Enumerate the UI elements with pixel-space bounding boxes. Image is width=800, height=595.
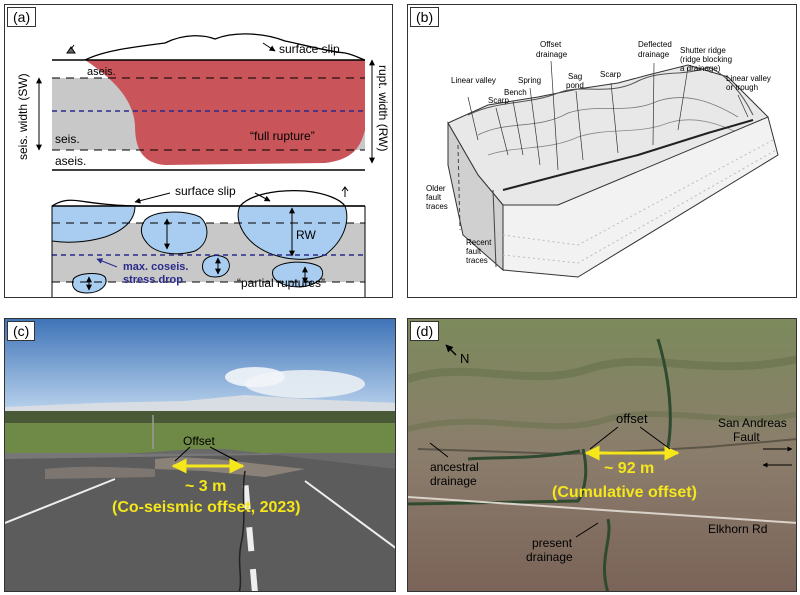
ancestral-label-2: drainage (430, 474, 477, 488)
ancestral-label-1: ancestral (430, 460, 479, 474)
panel-c-scene: Offset ~ 3 m (Co-seismic offset, 2023) (5, 319, 395, 591)
label-linear-trough-1: Linear valley (726, 74, 771, 83)
surface-slip-label-bottom: surface slip (175, 184, 236, 198)
label-recent-traces-3: traces (466, 256, 488, 265)
sky (5, 319, 395, 411)
label-offset-drainage-1: Offset (540, 40, 562, 49)
full-rupture-area (85, 60, 365, 165)
panel-a-diagram: surface slip aseis. seis. aseis. “full r… (16, 33, 390, 297)
fault-label-2: Fault (733, 430, 760, 444)
tree-icon (66, 44, 76, 54)
partial-rupture-1 (51, 205, 136, 243)
ancestral-drainage-channel (467, 449, 581, 461)
surface-slip-profile-bottom (51, 189, 365, 207)
aseis-label-top: aseis. (87, 66, 116, 78)
offset-distance: ~ 3 m (185, 478, 226, 495)
panel-c-tag: (c) (7, 321, 36, 341)
present-label-2: drainage (526, 550, 573, 564)
panel-a-rupture-schematic: (a) surface slip aseis. seis. aseis. “fu… (4, 4, 393, 298)
label-deflected-drainage-1: Deflected (638, 40, 672, 49)
partial-ruptures-label: “partial ruptures” (237, 276, 325, 290)
label-linear-valley: Linear valley (451, 76, 496, 85)
partial-rupture-2 (141, 211, 208, 255)
label-scarp-right: Scarp (600, 70, 621, 79)
stress-drop-label-2: stress drop (123, 274, 183, 286)
label-recent-traces-2: fault (466, 247, 482, 256)
label-shutter-ridge-1: Shutter ridge (680, 46, 726, 55)
offset-caption: (Cumulative offset) (552, 484, 697, 501)
surface-slip-profile-top (84, 33, 366, 61)
seis-label: seis. (55, 132, 80, 146)
tree-line (5, 411, 395, 425)
seis-width-label: seis. width (SW) (16, 73, 30, 160)
offset-caption: (Co-seismic offset, 2023) (112, 499, 301, 516)
panel-b-landscape: Linear valley Scarp Bench Spring Offset … (426, 40, 779, 278)
label-older-traces-2: fault (426, 193, 442, 202)
fault-label-1: San Andreas (718, 416, 787, 430)
present-label-1: present (532, 536, 573, 550)
full-rupture-label: “full rupture” (250, 129, 315, 143)
label-older-traces-1: Older (426, 184, 446, 193)
label-spring: Spring (518, 76, 541, 85)
partial-rupture-4 (202, 255, 230, 278)
panel-a-tag: (a) (7, 7, 37, 27)
road-surface (5, 453, 395, 591)
panel-b-block-diagram: (b) Linear valley Scarp Bench Spring Off… (407, 4, 797, 298)
surface-slip-label-top: surface slip (279, 42, 340, 56)
north-label: N (460, 351, 469, 366)
north-arrow (445, 344, 457, 356)
panel-d-aerial-photo: (d) N offset San Andreas Fault (407, 318, 797, 592)
aseis-label-bottom: aseis. (55, 154, 86, 168)
present-drainage-channel (408, 448, 588, 506)
fault-trace (502, 119, 754, 191)
plant-icon (341, 186, 349, 197)
front-face (502, 116, 779, 278)
fields (5, 423, 395, 453)
panel-d-scene: N offset San Andreas Fault ancestral dra… (408, 319, 796, 591)
label-shutter-ridge-3: a drainage) (680, 64, 721, 73)
panel-c-road-photo: (c) Offset ~ 3 m (Co-seismic offset, 20 (4, 318, 396, 592)
offset-distance: ~ 92 m (604, 460, 654, 477)
elkhorn-road (408, 496, 796, 524)
label-recent-traces-1: Recent (466, 238, 492, 247)
road-label: Elkhorn Rd (708, 522, 767, 536)
label-sag-pond-1: Sag (568, 72, 582, 81)
label-bench: Bench (504, 88, 527, 97)
stress-drop-label-1: max. coseis. (123, 261, 188, 273)
crack (238, 470, 246, 591)
panel-d-tag: (d) (410, 321, 440, 341)
label-scarp-left: Scarp (488, 96, 509, 105)
rupture-width-label: rupt. width (RW) (376, 65, 390, 151)
label-sag-pond-2: pond (566, 81, 584, 90)
offset-label: Offset (183, 434, 215, 448)
label-shutter-ridge-2: (ridge blocking (680, 55, 732, 64)
label-deflected-drainage-2: drainage (638, 50, 670, 59)
label-older-traces-3: traces (426, 202, 448, 211)
label-offset-drainage-2: drainage (536, 50, 568, 59)
label-linear-trough-2: or trough (726, 83, 758, 92)
road-centerline (242, 478, 258, 591)
offset-label: offset (616, 411, 648, 426)
panel-b-tag: (b) (410, 7, 440, 27)
rw-label: RW (296, 228, 316, 242)
